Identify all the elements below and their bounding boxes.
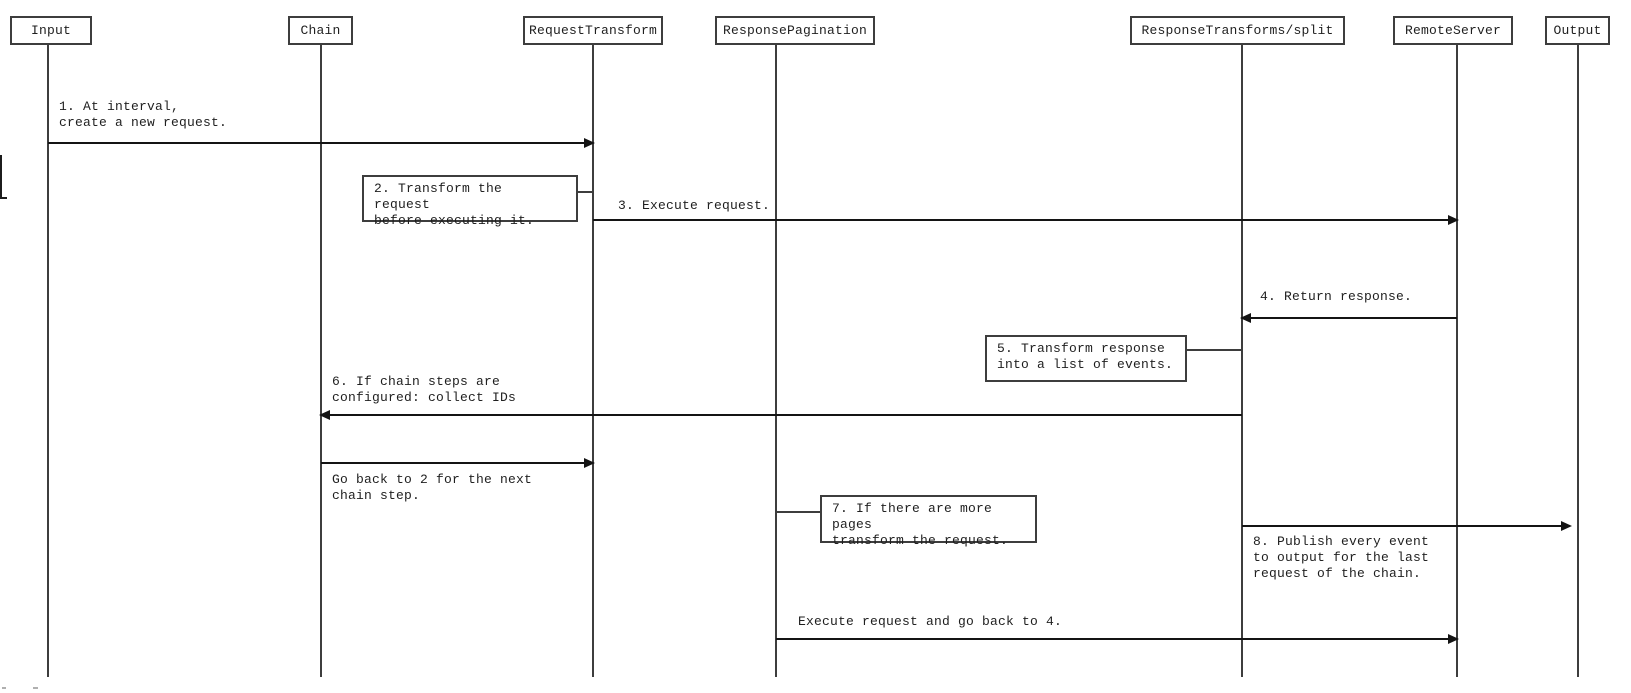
actor-label: Output xyxy=(1553,23,1602,38)
lifeline-response-transforms-split xyxy=(1241,45,1243,677)
actor-box-response-pagination: ResponsePagination xyxy=(715,16,875,45)
actor-box-input: Input xyxy=(10,16,92,45)
actor-box-response-transforms-split: ResponseTransforms/split xyxy=(1130,16,1345,45)
actor-label: ResponsePagination xyxy=(722,23,868,38)
lifeline-chain xyxy=(320,45,322,677)
lifeline-response-pagination xyxy=(775,45,777,677)
message-label-6: 6. If chain steps are configured: collec… xyxy=(332,374,517,405)
lifeline-remote-server xyxy=(1456,45,1458,677)
actor-label: Chain xyxy=(300,23,341,38)
message-arrow-go-back-2 xyxy=(321,458,595,468)
note-5-connector xyxy=(1187,349,1242,351)
note-2: 2. Transform the request before executin… xyxy=(362,175,578,228)
message-label-8: 8. Publish every event to output for the… xyxy=(1253,534,1430,581)
note-7: 7. If there are more pages transform the… xyxy=(820,495,1037,548)
actor-label: Input xyxy=(30,23,71,38)
actor-box-output: Output xyxy=(1545,16,1610,45)
message-label-3: 3. Execute request. xyxy=(618,198,771,213)
bottom-edge-speck xyxy=(33,687,38,689)
message-arrow-3 xyxy=(593,215,1459,225)
actor-label: ResponseTransforms/split xyxy=(1141,23,1334,38)
message-label-go-back-4: Execute request and go back to 4. xyxy=(798,614,1063,629)
lifeline-input xyxy=(47,45,49,677)
message-arrow-4 xyxy=(1240,313,1457,323)
left-edge-artifact-horizontal xyxy=(0,197,7,199)
note-7-connector xyxy=(776,511,820,513)
actor-label: RequestTransform xyxy=(528,23,658,38)
actor-label: RemoteServer xyxy=(1404,23,1501,38)
left-edge-artifact-vertical xyxy=(0,155,2,199)
actor-box-chain: Chain xyxy=(288,16,353,45)
message-arrow-6 xyxy=(319,410,1242,420)
bottom-edge-speck xyxy=(2,687,6,689)
actor-box-remote-server: RemoteServer xyxy=(1393,16,1513,45)
message-arrow-1 xyxy=(48,138,595,148)
lifeline-output xyxy=(1577,45,1579,677)
message-label-go-back-2: Go back to 2 for the next chain step. xyxy=(332,472,533,503)
message-label-1: 1. At interval, create a new request. xyxy=(59,99,228,130)
note-2-connector xyxy=(578,191,593,193)
message-label-4: 4. Return response. xyxy=(1260,289,1413,304)
message-arrow-8 xyxy=(1242,521,1572,531)
note-5: 5. Transform response into a list of eve… xyxy=(985,335,1187,382)
message-arrow-go-back-4 xyxy=(776,634,1459,644)
actor-box-request-transform: RequestTransform xyxy=(523,16,663,45)
lifeline-request-transform xyxy=(592,45,594,677)
